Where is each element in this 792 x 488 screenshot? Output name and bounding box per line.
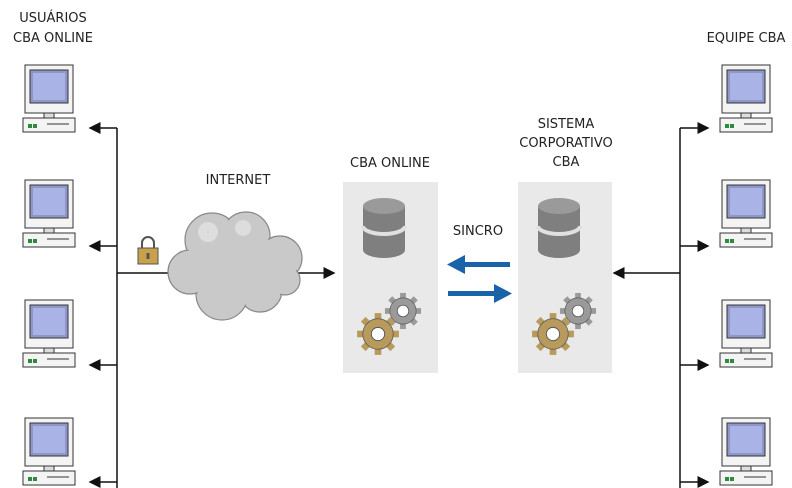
user-computer-icon [22,179,76,248]
system-label-line3: CBA [553,155,580,170]
cloud-icon [167,211,303,321]
system-label-line1: SISTEMA [538,117,595,132]
team-computer-icon [719,64,773,133]
team-computer-icon [719,417,773,486]
sync-arrow-icon [448,284,512,303]
user-computer-icon [22,417,76,486]
sync-arrow-icon [447,255,510,274]
cba-online-label: CBA ONLINE [350,156,430,171]
internet-label: INTERNET [206,173,271,188]
database-icon [361,196,407,260]
user-computer-icon [22,64,76,133]
sincro-label: SINCRO [453,224,503,239]
lock-icon [137,236,159,265]
system-label-line2: CORPORATIVO [519,136,612,151]
database-icon [536,196,582,260]
users-label-line1: USUÁRIOS [19,10,87,26]
team-computer-icon [719,179,773,248]
users-label-line2: CBA ONLINE [13,31,93,46]
gear-icon [356,312,400,356]
team-label: EQUIPE CBA [707,31,786,46]
team-computer-icon [719,299,773,368]
user-computer-icon [22,299,76,368]
gear-icon [531,312,575,356]
